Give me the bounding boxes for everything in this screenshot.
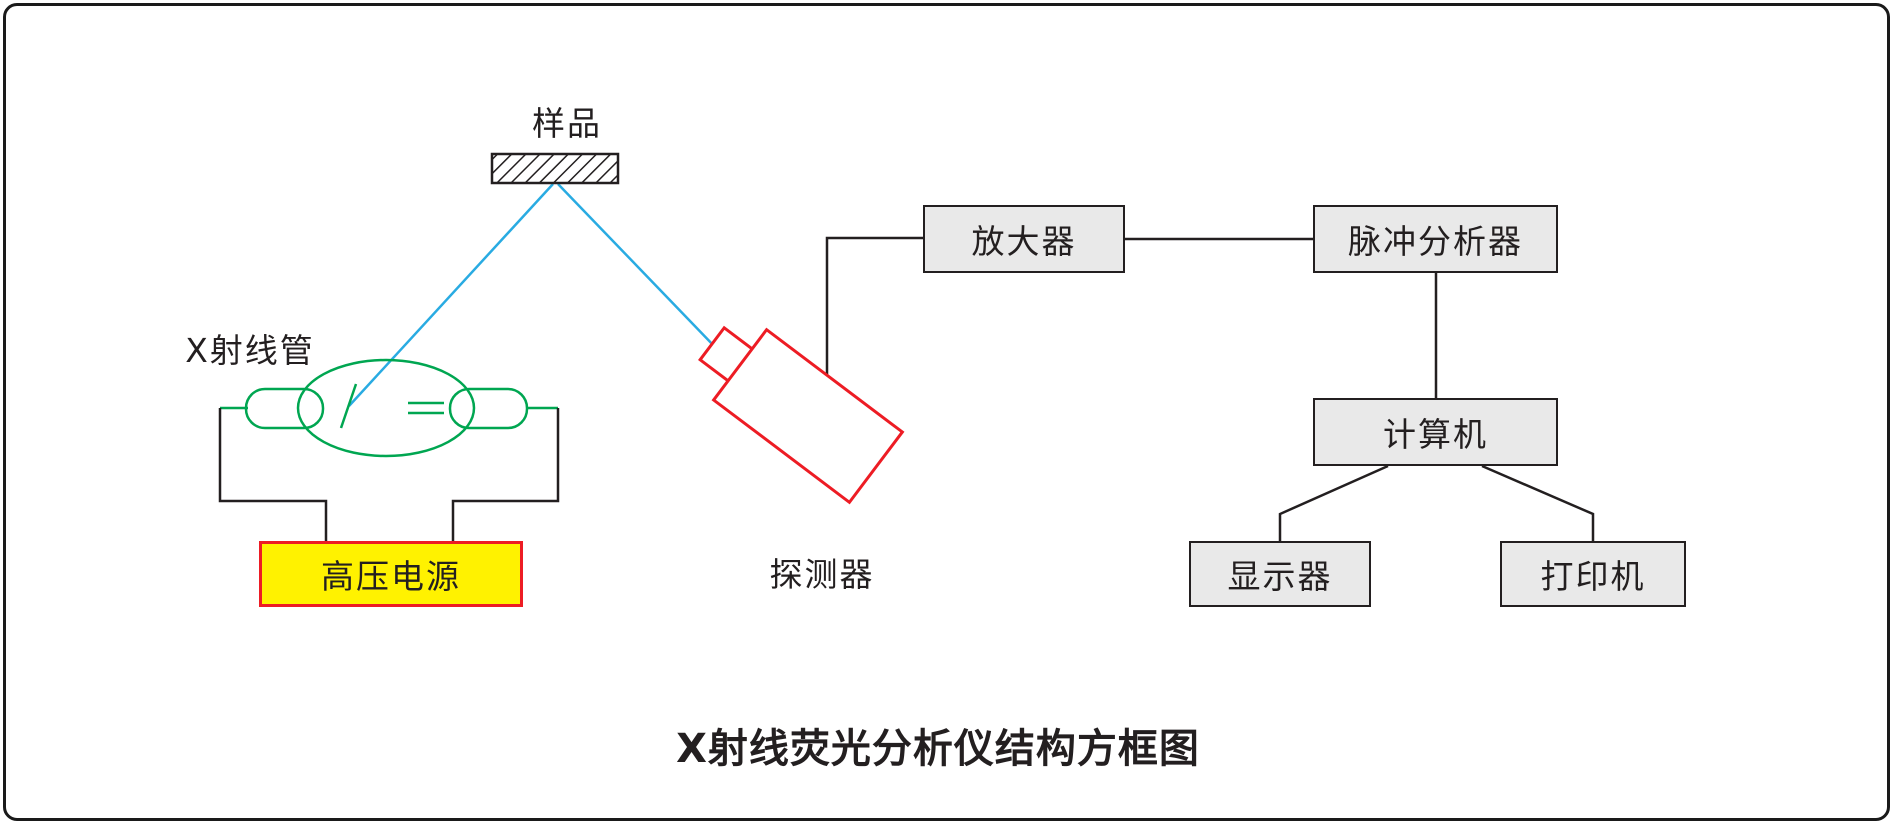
sample-hatched-block	[490, 152, 620, 185]
hv-wire-right	[451, 408, 560, 541]
diagram-title: X射线荧光分析仪结构方框图	[676, 726, 1200, 772]
amplifier-label: 放大器	[971, 222, 1077, 261]
line-computer-to-display	[1278, 464, 1389, 541]
tube-anode-target	[339, 383, 358, 429]
printer-box: 打印机	[1500, 541, 1686, 607]
hv-wires	[218, 408, 560, 541]
pulse-analyzer-box: 脉冲分析器	[1313, 205, 1558, 273]
computer-label: 计算机	[1383, 415, 1488, 454]
display-box: 显示器	[1189, 541, 1371, 607]
line-detector-to-amplifier	[825, 236, 923, 375]
printer-label: 打印机	[1540, 557, 1646, 596]
tube-bulb	[296, 358, 476, 458]
xray-beam-incident	[348, 183, 554, 407]
signal-lines	[825, 236, 1595, 541]
detector-drawing	[698, 325, 905, 505]
display-label: 显示器	[1227, 557, 1333, 596]
amplifier-box: 放大器	[923, 205, 1125, 273]
xray-tube-label: X射线管	[185, 331, 315, 370]
line-computer-to-printer	[1481, 464, 1595, 541]
hv-power-label: 高压电源	[321, 557, 461, 596]
detector-body	[711, 327, 905, 505]
tube-left-cylinder	[244, 387, 325, 430]
detector-label: 探测器	[769, 555, 875, 594]
pulse-analyzer-label: 脉冲分析器	[1348, 222, 1523, 261]
sample-label: 样品	[532, 104, 602, 143]
tube-right-cylinder	[448, 387, 529, 430]
xray-beam-fluorescence	[557, 183, 717, 349]
xray-beams	[348, 183, 717, 407]
computer-box: 计算机	[1313, 398, 1558, 466]
hv-power-box: 高压电源	[259, 541, 523, 607]
hv-wire-left	[218, 408, 328, 541]
xray-tube-drawing	[220, 358, 558, 458]
